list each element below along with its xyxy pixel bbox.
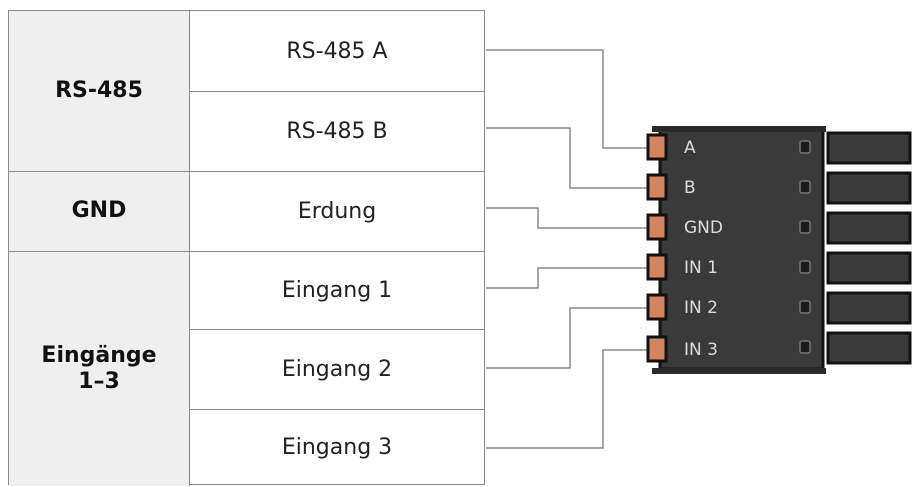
pin-in2: [646, 293, 668, 321]
fin: [826, 211, 912, 245]
row-divider: [9, 251, 484, 252]
group-rs485: RS-485: [9, 11, 190, 171]
connector-plug: A B GND IN 1 IN 2 IN 3: [646, 126, 912, 374]
row-divider: [9, 171, 484, 172]
row-divider: [190, 91, 484, 92]
screw-hole: [799, 300, 811, 314]
connector-top-rim: [652, 126, 826, 132]
signal-eingang-2: Eingang 2: [281, 356, 393, 382]
signal-erdung: Erdung: [297, 198, 377, 224]
terminal-pins: [646, 133, 668, 363]
signal-eingang-3: Eingang 3: [281, 435, 393, 460]
terminal-label-in3: IN 3: [684, 340, 718, 360]
connector-body: [658, 128, 825, 371]
screw-hole: [799, 340, 811, 354]
row-divider: [190, 409, 484, 410]
screw-hole: [799, 140, 811, 154]
terminal-label-gnd: GND: [684, 218, 723, 238]
pin-b: [646, 173, 668, 201]
fin: [826, 171, 912, 205]
fin: [826, 331, 912, 365]
terminal-label-a: A: [684, 138, 696, 158]
screw-holes: [799, 140, 811, 354]
fin: [826, 291, 912, 325]
signal-eingang-1: Eingang 1: [281, 277, 393, 303]
wire-rs485-b: [486, 127, 648, 189]
pin-in1: [646, 253, 668, 281]
wiring-table: RS-485 GND Eingänge 1–3 RS-485 A RS-485 …: [8, 10, 485, 486]
fin: [826, 131, 912, 165]
wire-rs485-a: [486, 49, 648, 149]
signal-rs485-a: RS-485 A: [286, 38, 388, 64]
screw-hole: [799, 180, 811, 194]
group-inputs: Eingänge 1–3: [9, 251, 190, 486]
wire-eingang-2: [486, 307, 648, 369]
connector-bottom-rim: [652, 368, 826, 374]
screw-hole: [799, 260, 811, 274]
connector-fins: [826, 131, 912, 365]
fin: [826, 251, 912, 285]
terminal-label-in2: IN 2: [684, 298, 718, 318]
pin-a: [646, 133, 668, 161]
pin-gnd: [646, 213, 668, 241]
group-gnd: GND: [9, 171, 190, 251]
pin-in3: [646, 335, 668, 363]
terminal-label-b: B: [684, 178, 696, 198]
row-divider: [190, 329, 484, 330]
screw-hole: [799, 220, 811, 234]
terminal-label-in1: IN 1: [684, 258, 718, 278]
wire-erdung: [486, 207, 648, 229]
signal-rs485-b: RS-485 B: [286, 118, 388, 144]
wire-eingang-3: [486, 349, 648, 449]
wire-eingang-1: [486, 267, 648, 289]
